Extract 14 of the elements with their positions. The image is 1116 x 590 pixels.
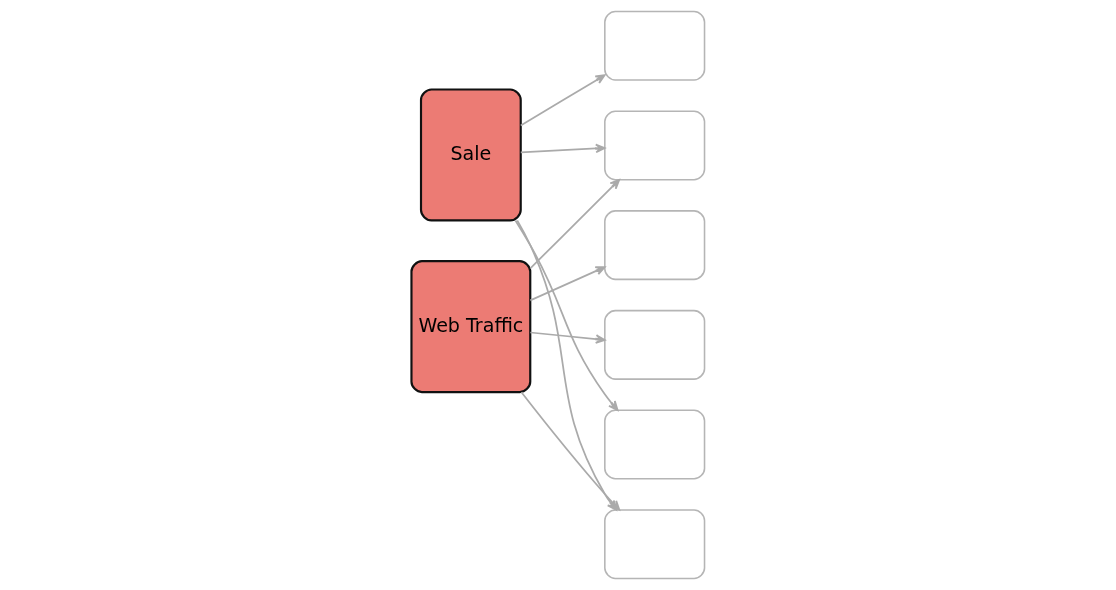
arrow xyxy=(519,74,606,127)
node-box: Web Traffic xyxy=(410,260,532,394)
arrow xyxy=(529,331,606,344)
arrow xyxy=(519,143,606,154)
arrow xyxy=(529,179,621,270)
arrow xyxy=(529,266,606,302)
node-box xyxy=(604,409,706,480)
node-box xyxy=(604,110,706,181)
arrow xyxy=(514,219,619,411)
node-box: Sale xyxy=(419,88,522,222)
node-box xyxy=(604,509,706,580)
node-box xyxy=(604,210,706,281)
node-box xyxy=(604,309,706,380)
node-box xyxy=(604,10,706,81)
